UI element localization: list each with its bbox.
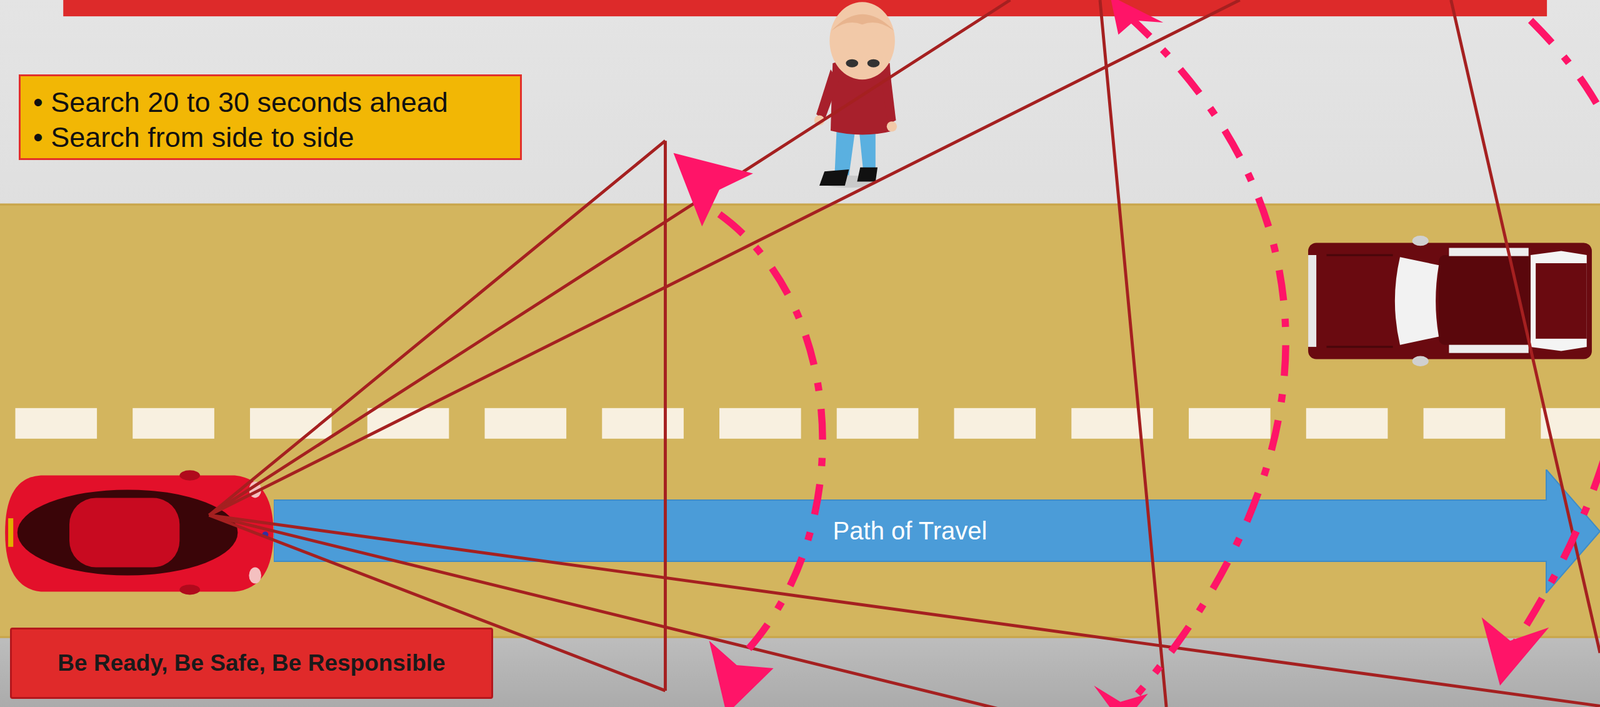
node-content: Be Ready, Be Safe, Be Responsible (11, 629, 492, 697)
node-content: • Search 20 to 30 seconds ahead• Search … (20, 76, 520, 159)
lane-dash (719, 408, 802, 439)
sight-line (663, 140, 667, 691)
pedestrian-shoe (819, 169, 849, 186)
scan-arc (1515, 387, 1600, 643)
lane-dash (1188, 408, 1271, 439)
sight-line (209, 0, 1240, 515)
truck-window (1448, 345, 1529, 354)
truck-windshield (1395, 256, 1439, 345)
car (5, 470, 274, 595)
pedestrian-eye (845, 59, 859, 68)
pedestrian-head (829, 1, 895, 80)
pedestrian-hand (886, 121, 897, 132)
car-body (5, 475, 274, 592)
truck-grill (1308, 255, 1317, 347)
car-mirror (179, 584, 200, 595)
node-text: Be Ready, Be Safe, Be Responsible (57, 650, 445, 677)
car-badge (262, 531, 269, 538)
node-text: Path of Travel (833, 516, 988, 545)
scan-arcs (719, 15, 1600, 694)
scan-arrowheads (673, 0, 1550, 707)
node-text: • Search 20 to 30 seconds ahead (33, 85, 520, 120)
road (0, 203, 1600, 638)
arrowhead (1093, 685, 1149, 707)
truck-hood-line (1326, 345, 1393, 348)
truck-hood-line (1326, 253, 1393, 256)
scan-arc (1127, 15, 1286, 694)
truck-window (1448, 248, 1529, 257)
lane-dash (1071, 408, 1154, 439)
pedestrian-leg (835, 127, 856, 176)
sight-line (209, 515, 1021, 707)
lane-dash (601, 408, 684, 439)
arrowhead (1481, 616, 1550, 685)
pedestrian-shoe (856, 167, 878, 182)
sight-line (1100, 0, 1167, 707)
car-cabin (17, 489, 239, 575)
note-box: • Search 20 to 30 seconds ahead• Search … (18, 74, 522, 160)
pedestrian-arm (881, 69, 897, 125)
pedestrian-eye (867, 59, 880, 68)
truck-mirror (1412, 356, 1429, 367)
road-edge (0, 203, 1600, 206)
car-plate (8, 518, 14, 547)
sight-lines (209, 0, 1600, 707)
lane-dash (1540, 408, 1600, 439)
car-headlight (248, 481, 262, 498)
sight-line (209, 0, 1011, 515)
lane-dash (132, 408, 215, 439)
node-text: • Search from side to side (33, 120, 520, 155)
truck-rear-window (1530, 250, 1587, 351)
scan-arc (1530, 20, 1600, 134)
sight-line (209, 140, 666, 515)
truck-roof (1438, 255, 1531, 345)
truck (1308, 235, 1592, 367)
car-mirror (179, 470, 200, 480)
sight-line (209, 515, 666, 691)
lane-dash (1423, 408, 1506, 439)
lane-dash (1306, 408, 1389, 439)
sight-line (209, 515, 1600, 706)
arrow-shape (273, 469, 1600, 594)
sight-line (1451, 0, 1600, 654)
lane-dash (836, 408, 919, 439)
pedestrian-leg (859, 126, 876, 172)
lane-dash (954, 408, 1037, 439)
truck-bed (1535, 263, 1587, 339)
lane-dash (15, 408, 97, 439)
pedestrian-arm (816, 69, 839, 121)
arrowhead (673, 153, 754, 227)
lane-dash (367, 408, 450, 439)
center-line (15, 408, 1600, 439)
pedestrian (814, 1, 897, 188)
pedestrian-shadow (820, 175, 878, 189)
lane-dash (250, 408, 332, 439)
lane-dash (485, 408, 567, 439)
pedestrian-hand (814, 115, 825, 125)
pedestrian-hair (831, 14, 895, 31)
arrowhead (709, 640, 774, 707)
car-roof (69, 497, 180, 567)
path-arrow: Path of Travel (273, 469, 1600, 594)
arrowhead (1110, 0, 1164, 35)
scan-arc (719, 214, 823, 654)
truck-mirror (1412, 235, 1429, 246)
truck-body (1308, 242, 1592, 359)
pedestrian-torso (830, 58, 894, 135)
slogan-box: Be Ready, Be Safe, Be Responsible (10, 627, 494, 699)
car-headlight (248, 566, 262, 584)
top-bar (63, 0, 1547, 17)
node-content: Path of Travel (273, 500, 1547, 562)
